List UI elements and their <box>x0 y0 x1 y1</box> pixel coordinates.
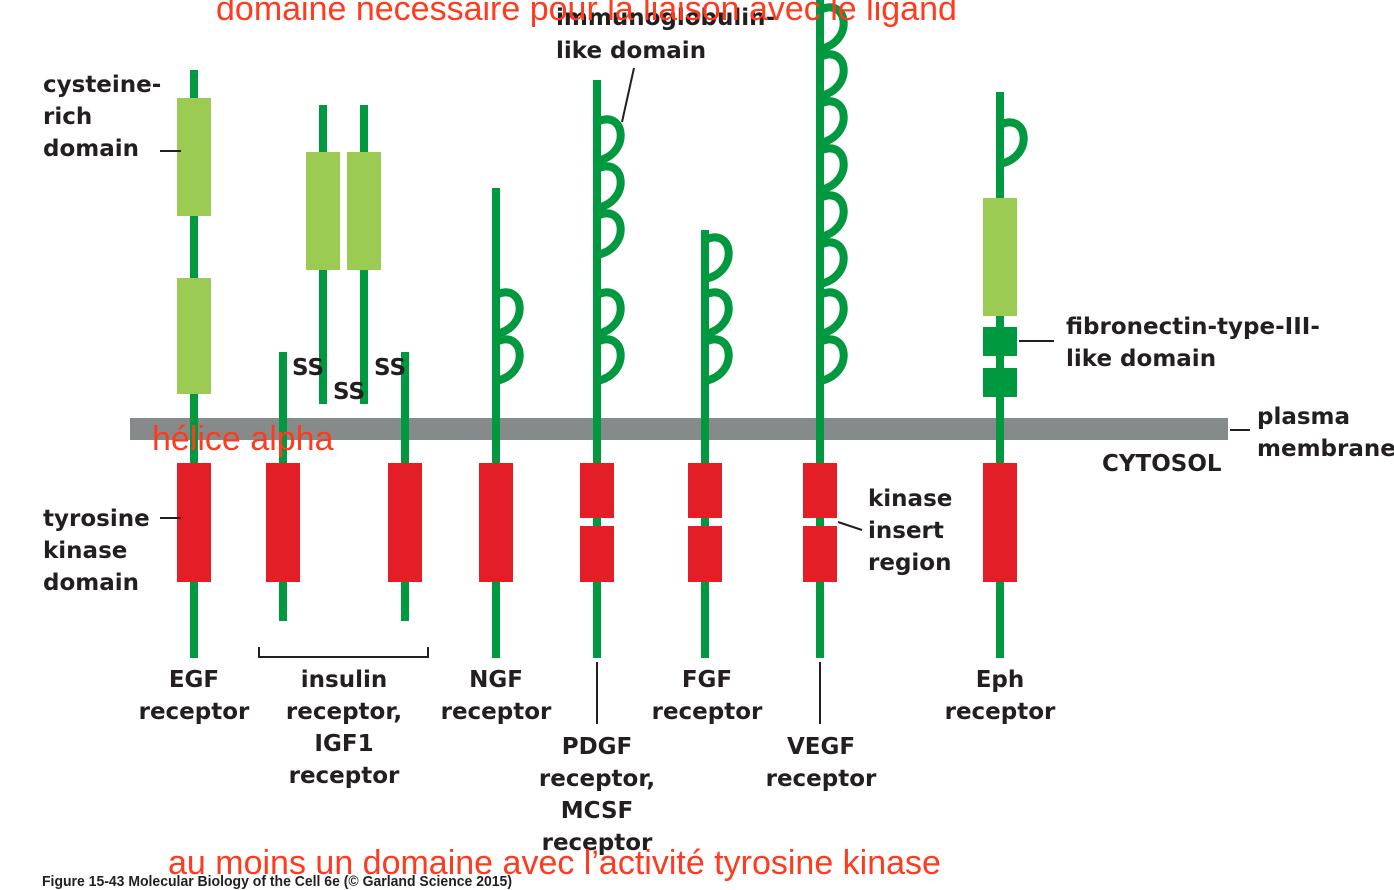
svg-text:EGF: EGF <box>169 667 219 693</box>
svg-text:MCSF: MCSF <box>561 798 633 824</box>
svg-text:kinase: kinase <box>868 486 952 512</box>
egf-receptor <box>177 70 211 658</box>
vegf-receptor-label: VEGF receptor <box>766 734 877 792</box>
svg-text:Eph: Eph <box>976 667 1025 693</box>
plasma-membrane-label: plasma membrane <box>1257 404 1394 462</box>
eph-kinase-domain <box>983 463 1017 582</box>
insulin-receptor-label: insulin receptor, IGF1 receptor <box>286 667 402 789</box>
svg-text:receptor: receptor <box>766 766 877 792</box>
svg-text:PDGF: PDGF <box>562 734 633 760</box>
eph-cysteine-domain <box>983 198 1017 316</box>
svg-text:receptor: receptor <box>945 699 1056 725</box>
svg-text:insulin: insulin <box>301 667 387 693</box>
svg-text:kinase: kinase <box>43 538 127 564</box>
immunoglobulin-leader <box>621 67 635 123</box>
alpha-helix-annotation: hélice alpha <box>152 420 334 458</box>
svg-text:receptor: receptor <box>542 830 653 856</box>
kinase-insert-leader <box>837 521 863 531</box>
insulin-bracket <box>258 647 429 658</box>
egf-receptor-label: EGF receptor <box>139 667 250 725</box>
figure-caption: Figure 15-43 Molecular Biology of the Ce… <box>42 873 512 890</box>
pdgf-receptor-label: PDGF receptor, MCSF receptor <box>539 734 655 856</box>
eph-fibronectin-domain-1 <box>983 327 1017 356</box>
svg-text:FGF: FGF <box>682 667 732 693</box>
svg-text:receptor,: receptor, <box>539 766 655 792</box>
eph-receptor-label: Eph receptor <box>945 667 1056 725</box>
ngf-kinase-domain <box>479 463 513 582</box>
egf-cysteine-domain-2 <box>177 278 211 394</box>
cytosol-label: CYTOSOL <box>1102 451 1222 477</box>
svg-text:receptor,: receptor, <box>286 699 402 725</box>
svg-text:plasma: plasma <box>1257 404 1350 430</box>
pdgf-receptor <box>580 80 625 724</box>
tyrosine-kinase-label: tyrosine kinase domain <box>43 506 150 596</box>
insulin-kinase-domain-2 <box>388 463 422 582</box>
svg-text:NGF: NGF <box>469 667 523 693</box>
fgf-receptor-label: FGF receptor <box>652 667 763 725</box>
svg-text:tyrosine: tyrosine <box>43 506 150 532</box>
eph-receptor <box>983 92 1028 658</box>
svg-text:insert: insert <box>868 518 944 544</box>
fibronectin-label: fibronectin-type-III- like domain <box>1066 314 1320 372</box>
svg-text:domain: domain <box>43 136 139 162</box>
svg-text:VEGF: VEGF <box>787 734 855 760</box>
svg-text:like domain: like domain <box>556 38 706 64</box>
svg-text:immunoglobulin-: immunoglobulin- <box>556 5 775 31</box>
ss-bond-label-3: SS <box>374 355 406 381</box>
egf-cysteine-domain-1 <box>177 98 211 216</box>
kinase-insert-label: kinase insert region <box>868 486 952 576</box>
ligand-binding-annotation: domaine nécessaire pour la liaison avec … <box>216 0 957 28</box>
cysteine-rich-label: cysteine- rich domain <box>43 72 161 162</box>
pdgf-kinase-domain-1 <box>580 463 614 518</box>
fgf-kinase-domain-1 <box>688 463 722 518</box>
svg-text:region: region <box>868 550 951 576</box>
svg-text:receptor: receptor <box>139 699 250 725</box>
insulin-cysteine-domain-2 <box>347 152 381 270</box>
svg-text:membrane: membrane <box>1257 436 1394 462</box>
vegf-kinase-domain-2 <box>803 526 837 582</box>
svg-text:cysteine-: cysteine- <box>43 72 161 98</box>
ss-bond-label-2: SS <box>333 379 365 405</box>
svg-text:rich: rich <box>43 104 92 130</box>
ss-bond-label-1: SS <box>292 355 324 381</box>
fgf-receptor <box>688 230 733 658</box>
ngf-receptor-label: NGF receptor <box>441 667 552 725</box>
kinase-activity-annotation: au moins un domaine avec l’activité tyro… <box>168 844 941 882</box>
svg-text:domain: domain <box>43 570 139 596</box>
svg-text:receptor: receptor <box>441 699 552 725</box>
eph-fibronectin-domain-2 <box>983 368 1017 397</box>
fgf-kinase-domain-2 <box>688 526 722 582</box>
vegf-kinase-domain-1 <box>803 463 837 518</box>
vegf-receptor <box>803 0 848 724</box>
svg-text:fibronectin-type-III-: fibronectin-type-III- <box>1066 314 1320 340</box>
insulin-kinase-domain-1 <box>266 463 300 582</box>
svg-text:receptor: receptor <box>289 763 400 789</box>
insulin-cysteine-domain-1 <box>306 152 340 270</box>
ngf-receptor <box>479 188 524 658</box>
insulin-receptor: SS SS SS <box>258 105 429 658</box>
svg-text:like domain: like domain <box>1066 346 1216 372</box>
immunoglobulin-label: immunoglobulin- like domain <box>556 5 775 64</box>
pdgf-kinase-domain-2 <box>580 526 614 582</box>
svg-text:receptor: receptor <box>652 699 763 725</box>
svg-text:IGF1: IGF1 <box>314 731 373 757</box>
egf-kinase-domain <box>177 463 211 582</box>
